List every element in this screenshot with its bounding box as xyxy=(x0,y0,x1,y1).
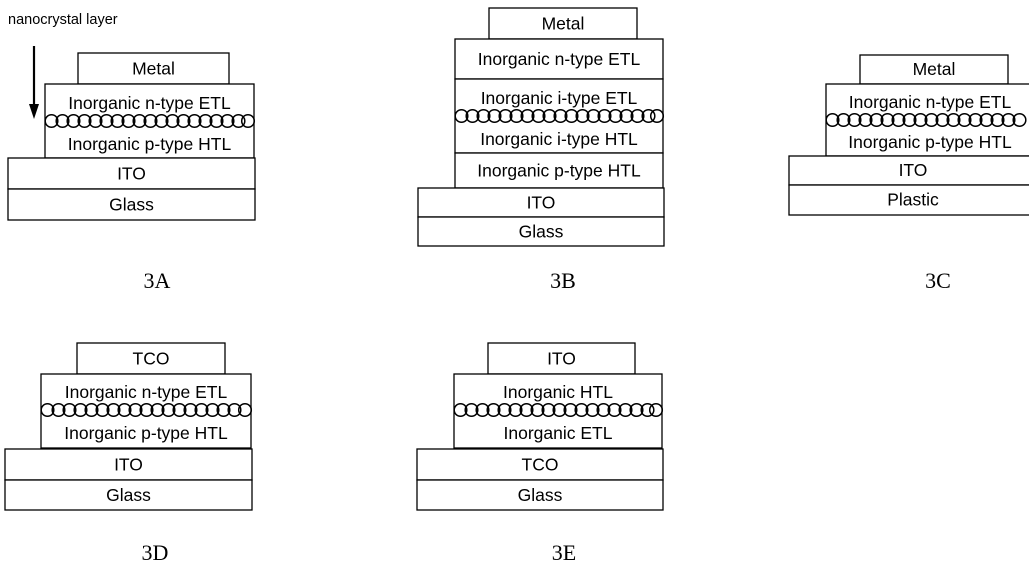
panel-3b-substrate-label-1: ITO xyxy=(527,193,556,213)
nanocrystal-annotation: nanocrystal layer xyxy=(8,12,118,119)
panel-3b-top-layer-label: Metal xyxy=(542,14,585,34)
panel-3a-top-layer-label: Metal xyxy=(132,59,175,79)
panel-3b-substrate-layer-2 xyxy=(417,216,665,247)
panel-3e-stack-label-bottom: Inorganic ETL xyxy=(504,423,613,443)
panel-3c-substrate-layer-2 xyxy=(788,184,1029,216)
panel-3d-top-layer-label: TCO xyxy=(133,349,170,369)
panel-3d-substrate-layer-2 xyxy=(4,479,253,511)
annotation-arrow-head xyxy=(29,104,39,119)
panel-3b-substrate-layer-1 xyxy=(417,187,665,218)
panel-3a-stack-label-top: Inorganic n-type ETL xyxy=(68,93,231,113)
panel-3e-caption: 3E xyxy=(552,540,576,565)
panel-3d-substrate-label-1: ITO xyxy=(114,455,143,475)
panel-3c-stack-label-bottom: Inorganic p-type HTL xyxy=(848,132,1012,152)
panel-3c-nanocrystal-layer xyxy=(825,112,1027,128)
panel-3d-stack-label-top: Inorganic n-type ETL xyxy=(65,382,228,402)
panel-3c-substrate-label-1: ITO xyxy=(899,160,928,180)
panel-3a-top-layer xyxy=(77,52,230,85)
panel-3e-nanocrystal-layer xyxy=(453,402,664,418)
panel-3a-nanocrystal-layer xyxy=(44,113,256,129)
panel-3e-substrate-label-1: TCO xyxy=(522,455,559,475)
panel-3b-stack-label-3: Inorganic i-type HTL xyxy=(480,129,638,149)
panel-3b-stack-layer-1 xyxy=(454,38,664,80)
panel-3a-stack-label-bottom: Inorganic p-type HTL xyxy=(68,134,232,154)
panel-3d-substrate-label-2: Glass xyxy=(106,485,151,505)
panel-3b-caption: 3B xyxy=(550,268,576,293)
panel-3a-substrate-layer-1 xyxy=(7,157,256,190)
panel-3e: ITO Inorganic HTL Inorganic ETL TCO Glas… xyxy=(416,342,664,565)
panel-3d-stack-label-bottom: Inorganic p-type HTL xyxy=(64,423,228,443)
panel-3b-stack-layer-4 xyxy=(454,152,664,189)
panel-3b-nanocrystal-layer xyxy=(454,108,665,124)
panel-3d-substrate-layer-1 xyxy=(4,448,253,481)
panel-3e-substrate-label-2: Glass xyxy=(518,485,563,505)
panel-3b: Metal Inorganic n-type ETL Inorganic i-t… xyxy=(417,7,665,293)
panel-3a-substrate-label-2: Glass xyxy=(109,195,154,215)
panel-3c-substrate-label-2: Plastic xyxy=(887,190,939,210)
panel-3d-nanocrystal-layer xyxy=(40,402,253,418)
panel-3d-stack-box xyxy=(40,373,252,449)
panel-3a: Metal Inorganic n-type ETL Inorganic p-t… xyxy=(7,52,256,293)
panel-3d: TCO Inorganic n-type ETL Inorganic p-typ… xyxy=(4,342,253,565)
panel-3e-substrate-layer-1 xyxy=(416,448,664,481)
panel-3a-caption: 3A xyxy=(144,268,171,293)
panel-3b-stack-label-4: Inorganic p-type HTL xyxy=(477,161,641,181)
panel-3d-caption: 3D xyxy=(142,540,169,565)
panel-3e-top-layer xyxy=(487,342,636,375)
panel-3e-substrate-layer-2 xyxy=(416,479,664,511)
panel-3e-top-layer-label: ITO xyxy=(547,349,576,369)
panel-3e-stack-label-top: Inorganic HTL xyxy=(503,382,613,402)
panel-3c-stack-label-top: Inorganic n-type ETL xyxy=(849,92,1012,112)
panel-3c-caption: 3C xyxy=(925,268,951,293)
panel-3c: Metal Inorganic n-type ETL Inorganic p-t… xyxy=(788,54,1029,293)
panel-3a-substrate-layer-2 xyxy=(7,188,256,221)
panel-3b-stack-label-1: Inorganic n-type ETL xyxy=(478,49,641,69)
panel-3c-top-layer-label: Metal xyxy=(913,59,956,79)
nanocrystal-annotation-label: nanocrystal layer xyxy=(8,12,118,28)
panel-3a-substrate-label-1: ITO xyxy=(117,164,146,184)
panel-3b-stack-label-2: Inorganic i-type ETL xyxy=(481,88,638,108)
panel-3b-substrate-label-2: Glass xyxy=(519,222,564,242)
panel-3c-top-layer xyxy=(859,54,1009,85)
